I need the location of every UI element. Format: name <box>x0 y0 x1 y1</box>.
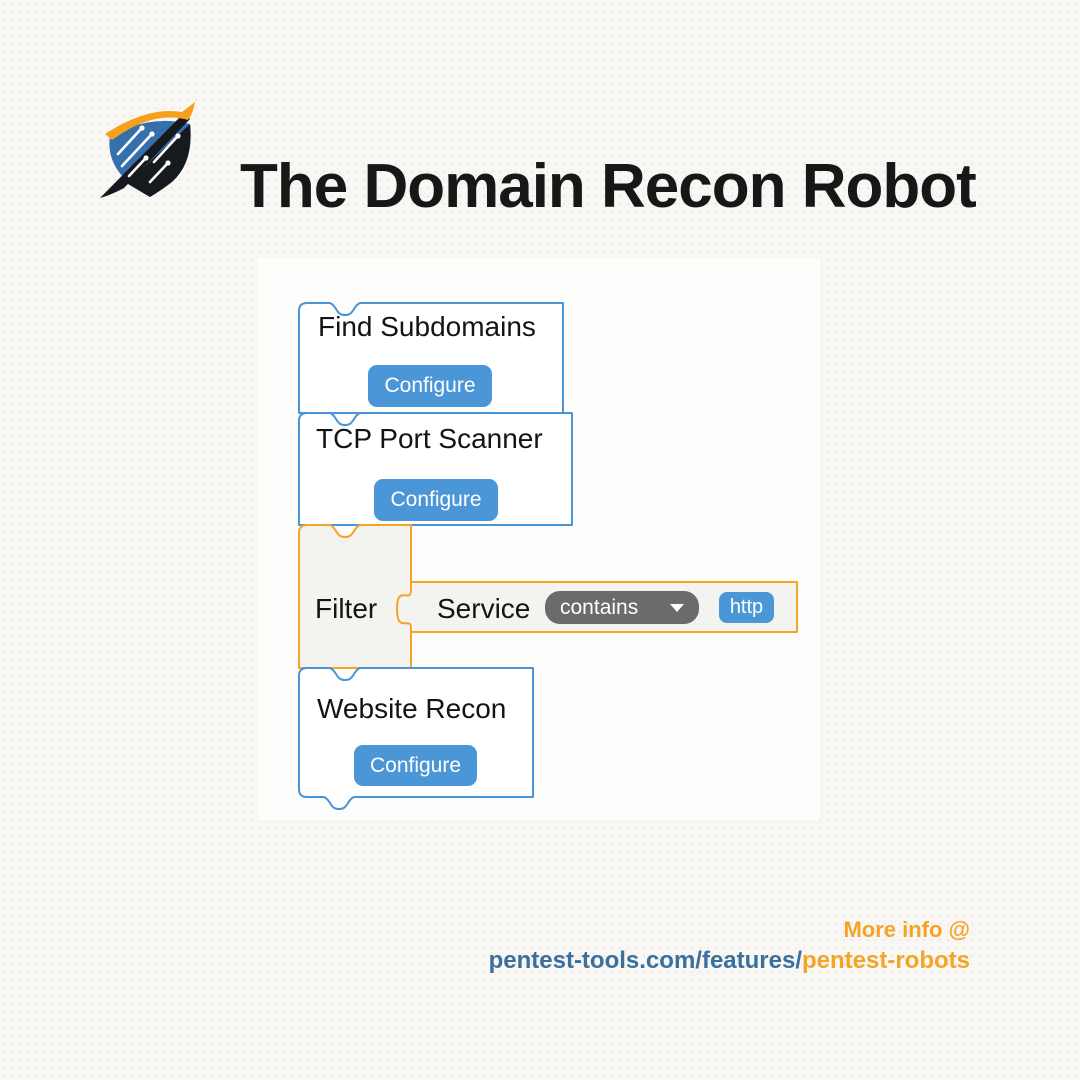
footer-url: pentest-tools.com/features/pentest-robot… <box>489 946 970 976</box>
configure-button-tcp-port-scanner[interactable]: Configure <box>374 479 498 521</box>
page-title: The Domain Recon Robot <box>240 151 977 221</box>
configure-button-find-subdomains[interactable]: Configure <box>368 365 492 407</box>
filter-operator-dropdown[interactable]: contains <box>545 591 699 624</box>
shield-blade <box>100 113 190 198</box>
block-label-tcp-port-scanner: TCP Port Scanner <box>316 423 543 454</box>
circuit-traces <box>116 125 181 184</box>
shield-orange-band <box>105 102 195 140</box>
footer: More info @ pentest-tools.com/features/p… <box>489 916 970 976</box>
block-label-filter: Filter <box>315 593 378 624</box>
block-label-website-recon: Website Recon <box>317 693 507 724</box>
footer-url-highlight: pentest-robots <box>802 947 970 974</box>
block-label-find-subdomains: Find Subdomains <box>318 311 536 342</box>
chevron-down-icon <box>670 603 684 612</box>
filter-operator-label: contains <box>560 595 639 619</box>
filter-value-chip[interactable]: http <box>719 592 774 623</box>
filter-field-label: Service <box>437 593 531 624</box>
footer-more-info: More info @ <box>843 917 970 942</box>
workflow-board <box>258 258 820 820</box>
pentest-tools-shield-logo <box>100 102 195 198</box>
configure-button-website-recon[interactable]: Configure <box>354 745 477 786</box>
footer-url-base: pentest-tools.com/features/ <box>488 947 802 974</box>
